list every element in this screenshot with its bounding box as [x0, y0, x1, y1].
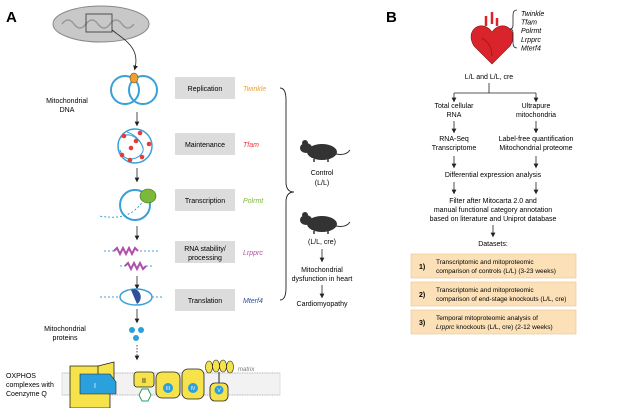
gene-list-item: Polrmt [521, 28, 542, 35]
dataset-line1: Transcriptomic and mitoproteomic [436, 259, 534, 266]
diff-expr-label: Differential expression analysis [445, 172, 542, 179]
complex-ii: II [133, 371, 155, 388]
ko-mouse-label: (L/L, cre) [308, 239, 336, 246]
mito-proteins-label-line1: Mitochondrial [44, 326, 86, 333]
right-branch-line4: Mitochondrial proteome [499, 145, 572, 152]
process-label: Translation [188, 298, 222, 305]
process-label: Transcription [185, 198, 225, 205]
outcome-line3: Cardiomyopathy [297, 301, 348, 308]
dataset-line1: Temporal mitoproteomic analysis of [436, 315, 538, 322]
dataset-box-1: 1) Transcriptomic and mitoproteomic compar… [410, 253, 577, 279]
right-branch-line3: Label-free quantification [499, 136, 574, 143]
dataset-box-3: 3) Temporal mitoproteomic analysis of Lrpp… [410, 309, 577, 335]
mtdna-icon [110, 72, 158, 105]
dataset-box-bg [410, 253, 577, 279]
gene-name-polrmt: Polrmt [243, 198, 264, 205]
mito-proteins-label-line2: proteins [53, 335, 78, 342]
outcome-line1: Mitochondrial [301, 267, 343, 274]
process-bracket [279, 87, 295, 301]
complex-i-label: I [94, 383, 96, 390]
dataset-line2: Lrpprc knockouts (L/L, cre) (2-12 weeks) [436, 324, 553, 331]
complex-iii-label: III [166, 386, 170, 392]
control-mouse-label-line1: Control [311, 170, 334, 177]
mitochondrion-icon [52, 5, 150, 43]
process-label: Replication [188, 86, 223, 93]
polrmt-transcription-icon [97, 188, 157, 221]
dataset-box-2: 2) Transcriptomic and mitoproteomic compar… [410, 281, 577, 307]
process-row-4: Translation Mterf4 [175, 289, 263, 311]
filter-line2: manual functional category annotation [434, 207, 552, 214]
process-row-2: Transcription Polrmt [175, 189, 264, 211]
dataset-line2: comparison of controls (L/L) (3-23 weeks… [436, 268, 556, 275]
process-box [175, 133, 235, 155]
dataset-box-bg [410, 309, 577, 335]
process-box [175, 241, 235, 263]
complex-iii: III [155, 371, 181, 399]
process-box [175, 189, 235, 211]
gene-name-twinkle: Twinkle [243, 86, 266, 93]
datasets-title: Datasets: [478, 241, 508, 248]
mito-dna-label-line2: DNA [60, 107, 75, 114]
control-mouse-icon [300, 140, 351, 162]
filter-line3: based on literature and Uniprot database [430, 216, 557, 223]
oxphos-label-line3: Coenzyme Q [6, 391, 47, 398]
right-branch-line1: Ultrapure [522, 103, 551, 110]
complex-ii-label: II [142, 378, 146, 385]
oxphos-label-line1: OXPHOS [6, 373, 36, 380]
gene-list-item: Lrpprc [521, 37, 541, 44]
gene-list-item: Mterf4 [521, 45, 541, 52]
lrpprc-rna-icon [104, 245, 160, 272]
mito-dna-label-line1: Mitochondrial [46, 98, 88, 105]
process-label: Maintenance [185, 142, 225, 149]
left-branch-line4: Transcriptome [432, 145, 477, 152]
filter-line1: Filter after Mitocarta 2.0 and [449, 198, 537, 205]
zoom-connector-arrow [111, 29, 138, 71]
dataset-line1: Transcriptomic and mitoproteomic [436, 287, 534, 294]
gene-name-tfam: Tfam [243, 142, 259, 149]
process-row-3: RNA stability/processing Lrpprc [175, 241, 263, 263]
oxphos-label-line2: complexes with [6, 382, 54, 389]
panel-b-label: B [386, 9, 397, 26]
complex-i: I [69, 361, 117, 408]
protein-dots-icon [129, 327, 144, 341]
gene-list-bracket [509, 9, 518, 49]
process-label-line2: processing [188, 255, 222, 262]
process-box [175, 77, 235, 99]
outcome-line2: dysfunction in heart [292, 276, 353, 283]
heart-icon [470, 12, 514, 65]
genotypes-label: L/L and L/L, cre [465, 74, 513, 81]
dataset-number: 3) [419, 320, 425, 327]
complex-iv-label: IV [191, 386, 196, 392]
complex-v: V [205, 359, 234, 402]
mterf4-ribosome-icon [100, 288, 164, 306]
dataset-number: 1) [419, 264, 425, 271]
complex-v-label: V [217, 388, 221, 394]
knockout-mouse-icon [300, 212, 351, 234]
gene-name-mterf4: Mterf4 [243, 298, 263, 305]
dataset-line2: comparison of end-stage knockouts (L/L, … [436, 296, 566, 303]
panel-a-label: A [6, 9, 17, 26]
left-branch-line1: Total cellular [435, 103, 475, 110]
gene-name-lrpprc: Lrpprc [243, 250, 263, 257]
process-row-0: Replication Twinkle [175, 77, 266, 99]
left-branch-line3: RNA-Seq [439, 136, 469, 143]
right-branch-line2: mitochondria [516, 112, 556, 119]
tfam-packaged-dna-icon [117, 128, 153, 164]
matrix-label: matrix [238, 367, 255, 373]
process-box [175, 289, 235, 311]
left-branch-line2: RNA [447, 112, 462, 119]
gene-list-item: Twinkle [521, 11, 544, 18]
dataset-number: 2) [419, 292, 425, 299]
dataset-box-bg [410, 281, 577, 307]
coenzyme-q-icon [138, 388, 152, 402]
process-label-line1: RNA stability/ [184, 246, 226, 253]
complex-iv: IV [181, 368, 205, 400]
gene-list-item: Tfam [521, 20, 537, 27]
process-row-1: Maintenance Tfam [175, 133, 259, 155]
control-mouse-label-line2: (L/L) [315, 180, 329, 187]
